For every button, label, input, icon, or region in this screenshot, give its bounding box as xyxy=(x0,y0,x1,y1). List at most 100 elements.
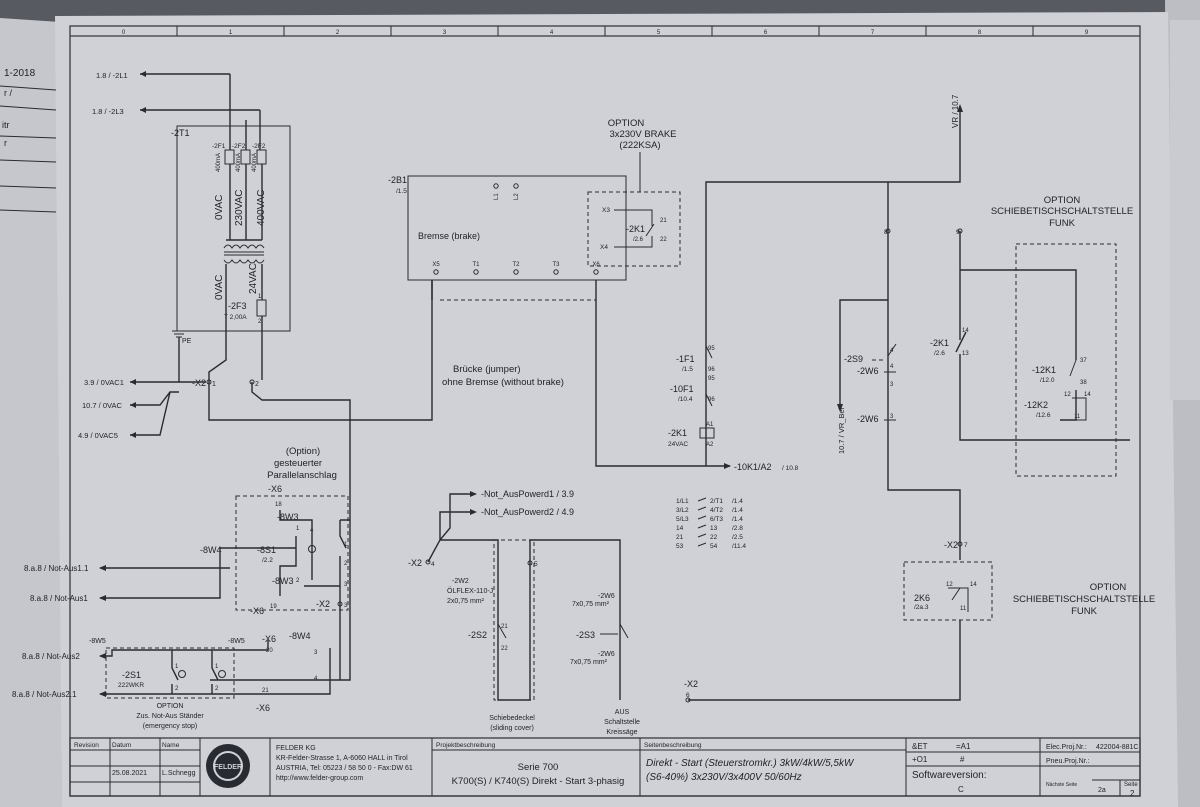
estop-caption: OPTION xyxy=(157,703,184,710)
brake-tag: -2B1 xyxy=(388,175,407,185)
contact-symbol xyxy=(697,515,707,520)
powerd-w6b: -2W6 xyxy=(598,651,615,658)
k12b-ref: /12.6 xyxy=(1036,412,1051,419)
seite-label: Seite xyxy=(1124,782,1138,788)
powerd-cable: ÖLFLEX-110-J xyxy=(447,587,493,595)
proj-label: Projektbeschreibung xyxy=(436,742,496,749)
brake-terminal xyxy=(593,269,599,275)
powerd-x2: -X2 xyxy=(408,558,422,568)
funk-title: SCHIEBETISCHSCHALTSTELLE xyxy=(991,206,1133,217)
page-desc: Direkt - Start (Steuerstromkr.) 3kW/4kW/… xyxy=(646,758,855,769)
contact-to: 6/T3 xyxy=(710,516,723,523)
option-relay-ref: /2.6 xyxy=(633,237,644,243)
k1-note: 24VAC xyxy=(668,441,688,448)
w6b-tag: -2W6 xyxy=(857,414,879,424)
chain-out: -10K1/A2 xyxy=(734,462,772,472)
left-page xyxy=(0,18,62,807)
notaus-pin: 4 xyxy=(314,676,318,682)
sliding-cover-box xyxy=(493,539,535,701)
coil-secondary xyxy=(223,259,265,264)
parallel-pin: 2 xyxy=(296,578,300,584)
f10-ref: /10.4 xyxy=(678,396,693,403)
f1-tag: -1F1 xyxy=(676,354,695,364)
column-number: 1 xyxy=(229,30,233,36)
aus-caption: Schaltstelle xyxy=(604,719,640,726)
parallel-title: Parallelanschlag xyxy=(267,470,337,481)
k12a-pin: 37 xyxy=(1080,358,1087,364)
brake-terminal xyxy=(553,269,559,275)
proj-series: Serie 700 xyxy=(518,762,559,773)
next-label: Nächste Seite xyxy=(1046,782,1077,788)
option-terminal: X4 xyxy=(600,244,608,251)
elec-val: 422004-881C xyxy=(1096,744,1138,751)
cover-caption: (sliding cover) xyxy=(490,725,534,732)
brake-bottom-pin: X6 xyxy=(592,262,600,268)
left-page-mark: r xyxy=(4,138,7,148)
s9-tag: -2S9 xyxy=(844,354,863,364)
powerd-w6a-size: 7x0,75 mm² xyxy=(572,601,610,608)
contact-to: 54 xyxy=(710,543,718,550)
x2-right-tag: -X2 xyxy=(944,540,958,550)
tap-label: 230VAC xyxy=(234,189,245,226)
contact-symbol xyxy=(697,542,707,547)
powerd-x2-pin: 4 xyxy=(431,561,435,568)
company-line: FELDER KG xyxy=(276,745,316,752)
parallel-s1: -8S1 xyxy=(257,545,276,555)
contact-from: 14 xyxy=(676,525,684,532)
funk-title: SCHIEBETISCHSCHALTSTELLE xyxy=(1013,594,1155,605)
notaus-x6-pin: 21 xyxy=(262,688,269,694)
powerd-w2: -2W2 xyxy=(452,578,469,585)
terminal-pin: 1 xyxy=(212,381,216,388)
parallel-pin: 2 xyxy=(344,561,348,567)
title-datum: Datum xyxy=(112,742,131,749)
contact-ref: /1.4 xyxy=(732,516,743,523)
option-relay-pin: 21 xyxy=(660,218,667,224)
notaus-pin: 2 xyxy=(175,686,179,692)
contact-from: 3/L2 xyxy=(676,507,689,514)
notaus-pin: 3 xyxy=(314,650,318,656)
option-relay: -2K1 xyxy=(626,224,645,234)
jumper-label: ohne Bremse (without brake) xyxy=(442,377,564,388)
powerd-label: -Not_AusPowerd2 / 4.9 xyxy=(481,507,574,517)
parallel-pin: 3 xyxy=(344,582,348,588)
estop-caption: (emergency stop) xyxy=(143,723,197,730)
brake-bottom-pin: T3 xyxy=(552,262,560,268)
brake-terminal xyxy=(473,269,479,275)
parallel-x6b: -X6 xyxy=(250,606,264,616)
s9-pin: 4 xyxy=(890,348,894,354)
parallel-option-box xyxy=(235,495,349,611)
brake-bottom-pin: T2 xyxy=(512,262,520,268)
notaus-x6: -X6 xyxy=(262,634,276,644)
f1-pin: 95 xyxy=(708,346,715,352)
vr-top-label: VR / 10.7 xyxy=(951,94,960,128)
title-o1: +O1 xyxy=(912,755,928,764)
proj-title: K700(S) / K740(S) Direkt - Start 3-phasi… xyxy=(452,776,625,787)
parallel-x2: -X2 xyxy=(316,599,330,609)
k12b-pin: 12 xyxy=(1064,392,1071,398)
powerd-pin5: 5 xyxy=(534,561,538,568)
brake-module-2b1 xyxy=(407,175,627,281)
x2-right-pin: 7 xyxy=(964,542,968,549)
k1-pin: A2 xyxy=(706,442,714,448)
elec-label: Elec.Proj.Nr.: xyxy=(1046,744,1087,751)
k6-ref: /2a.3 xyxy=(914,604,929,611)
fuse-rating: 400mA xyxy=(236,153,242,172)
contact-symbol xyxy=(697,524,707,529)
contact-to: 4/T2 xyxy=(710,507,723,514)
paper-sheet xyxy=(55,12,1178,807)
k12b-pin: 11 xyxy=(1074,414,1081,420)
w6a-pin: 4 xyxy=(890,364,894,370)
k12a-pin: 38 xyxy=(1080,380,1087,386)
next-val: 2a xyxy=(1098,787,1106,794)
fuse-label: -2F1 xyxy=(212,143,226,150)
parallel-s1-ref: /2.2 xyxy=(262,557,273,564)
brake-terminal xyxy=(513,269,519,275)
powerd-label: -Not_AusPowerd1 / 3.9 xyxy=(481,489,574,499)
title-name: Name xyxy=(162,742,180,749)
contact-to: 2/T1 xyxy=(710,498,723,505)
powerd-w6b-size: 7x0,75 mm² xyxy=(570,659,608,666)
column-number: 7 xyxy=(871,30,875,36)
contact-ref: /2.8 xyxy=(732,525,743,532)
notaus-label: 8.a.8 / Not-Aus2.1 xyxy=(12,690,77,699)
fuse3-tag: -2F3 xyxy=(228,301,247,311)
